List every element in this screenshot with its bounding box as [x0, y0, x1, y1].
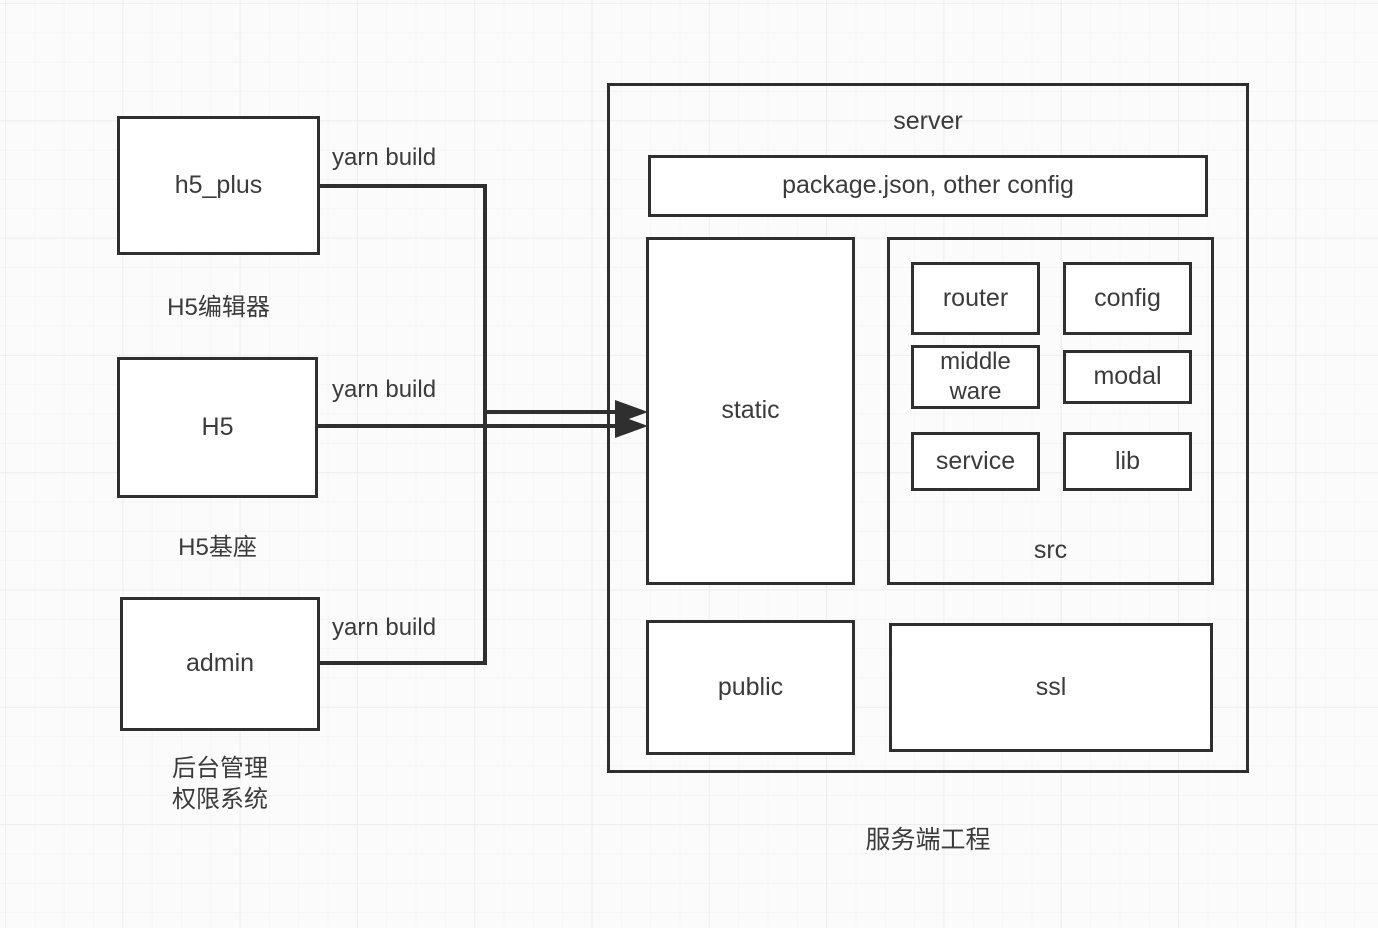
node-admin[interactable]: admin — [120, 597, 320, 731]
node-admin-label: admin — [185, 649, 255, 678]
node-package-config-label: package.json, other config — [782, 171, 1074, 200]
caption-h5: H5基座 — [178, 534, 257, 561]
src-title: src — [1033, 536, 1068, 564]
group-src — [887, 237, 1214, 585]
node-src-lib-label: lib — [1114, 446, 1140, 475]
node-h5-plus-label: h5_plus — [174, 170, 263, 199]
node-h5[interactable]: H5 — [117, 357, 318, 498]
edge-admin-to-static — [318, 410, 487, 665]
node-package-config[interactable]: package.json, other config — [648, 155, 1208, 217]
node-src-router[interactable]: router — [911, 262, 1040, 335]
edge-label-h5-plus: yarn build — [332, 144, 437, 171]
node-public[interactable]: public — [646, 620, 855, 755]
group-server — [607, 83, 1249, 773]
edge-label-admin: yarn build — [332, 614, 437, 641]
node-src-middleware[interactable]: middle ware — [911, 345, 1040, 409]
edge-h5plus-to-static — [318, 184, 620, 414]
node-src-lib[interactable]: lib — [1063, 432, 1192, 491]
caption-h5-plus: H5编辑器 — [167, 294, 270, 321]
node-h5-label: H5 — [201, 412, 234, 441]
node-src-modal-label: modal — [1093, 362, 1162, 391]
node-ssl[interactable]: ssl — [889, 623, 1213, 752]
node-ssl-label: ssl — [1035, 672, 1067, 701]
node-public-label: public — [717, 672, 784, 701]
node-src-config[interactable]: config — [1063, 262, 1192, 335]
node-src-service-label: service — [935, 446, 1016, 475]
caption-admin: 后台管理 权限系统 — [172, 755, 268, 814]
node-static-label: static — [721, 396, 780, 425]
node-static[interactable]: static — [646, 237, 855, 585]
node-src-config-label: config — [1094, 283, 1161, 312]
edge-label-h5: yarn build — [332, 376, 437, 403]
server-title: server — [893, 107, 963, 135]
node-src-service[interactable]: service — [911, 432, 1040, 491]
node-src-modal[interactable]: modal — [1063, 350, 1192, 404]
node-src-router-label: router — [942, 283, 1009, 312]
arrowhead-lower — [615, 414, 648, 438]
caption-server: 服务端工程 — [865, 826, 991, 854]
node-src-middleware-label: middle ware — [940, 348, 1011, 405]
node-h5-plus[interactable]: h5_plus — [117, 116, 320, 255]
